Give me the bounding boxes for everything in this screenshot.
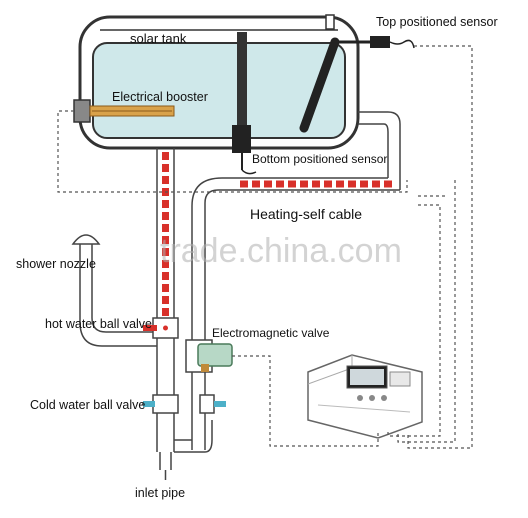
watermark: trade.china.com	[160, 232, 402, 270]
electromagnetic-valve-label: Electromagnetic valve	[212, 326, 330, 340]
hot-valve-label: hot water ball valve	[45, 317, 152, 331]
inlet-pipe-label: inlet pipe	[135, 486, 185, 500]
cold-water-ball-valve	[143, 394, 226, 414]
tank-internal-rod	[232, 32, 257, 175]
top-sensor-probe	[299, 14, 415, 133]
hot-water-ball-valve	[143, 317, 179, 339]
controller-unit	[307, 354, 423, 439]
shower-nozzle-label: shower nozzle	[16, 257, 96, 271]
bottom-sensor-label: Bottom positioned sensor	[252, 152, 387, 166]
heating-cable-label: Heating-self cable	[250, 206, 362, 222]
electrical-booster	[73, 99, 175, 123]
top-sensor-label: Top positioned sensor	[376, 15, 498, 29]
sensor-wiring	[57, 45, 473, 449]
shower-nozzle	[71, 234, 101, 245]
cold-valve-label: Cold water ball valve	[30, 398, 145, 412]
tank-label: solar tank	[130, 31, 187, 46]
electromagnetic-valve	[185, 339, 233, 373]
booster-label: Electrical booster	[112, 90, 208, 104]
